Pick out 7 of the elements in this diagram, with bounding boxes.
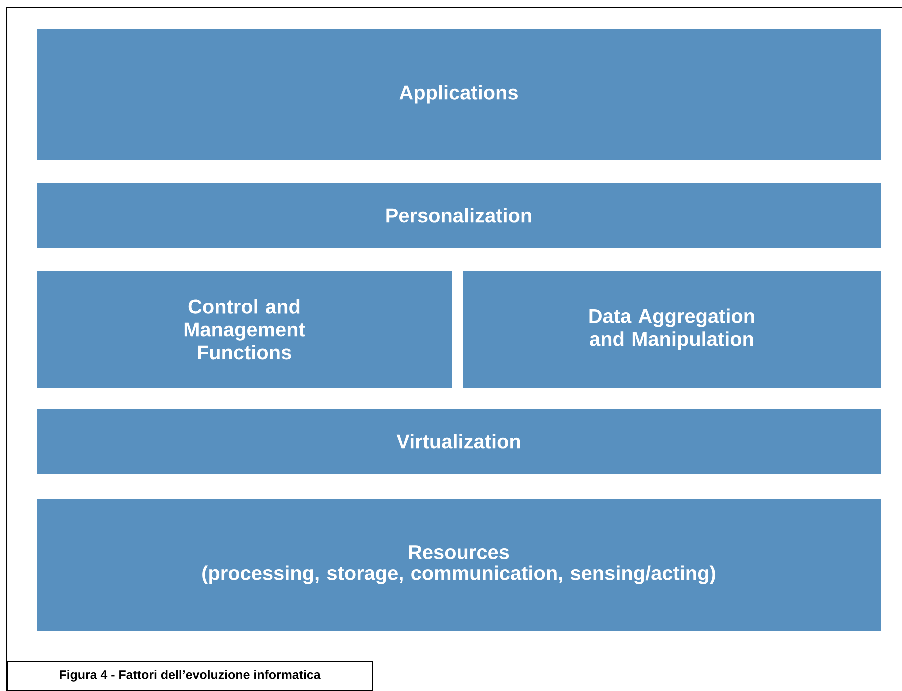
layer-box: Resources (processing, storage, communication, sensing/acting) — [37, 498, 881, 631]
layer-box: Control and Management Functions — [37, 270, 452, 388]
caption: Figura 4 - Fattori dell’evoluzione informatica — [7, 660, 373, 691]
layer-box: Applications — [37, 29, 881, 160]
layer-box: Data Aggregation and Manipulation — [463, 270, 881, 388]
layer-box: Virtualization — [37, 408, 881, 474]
layer-box: Personalization — [37, 182, 881, 248]
